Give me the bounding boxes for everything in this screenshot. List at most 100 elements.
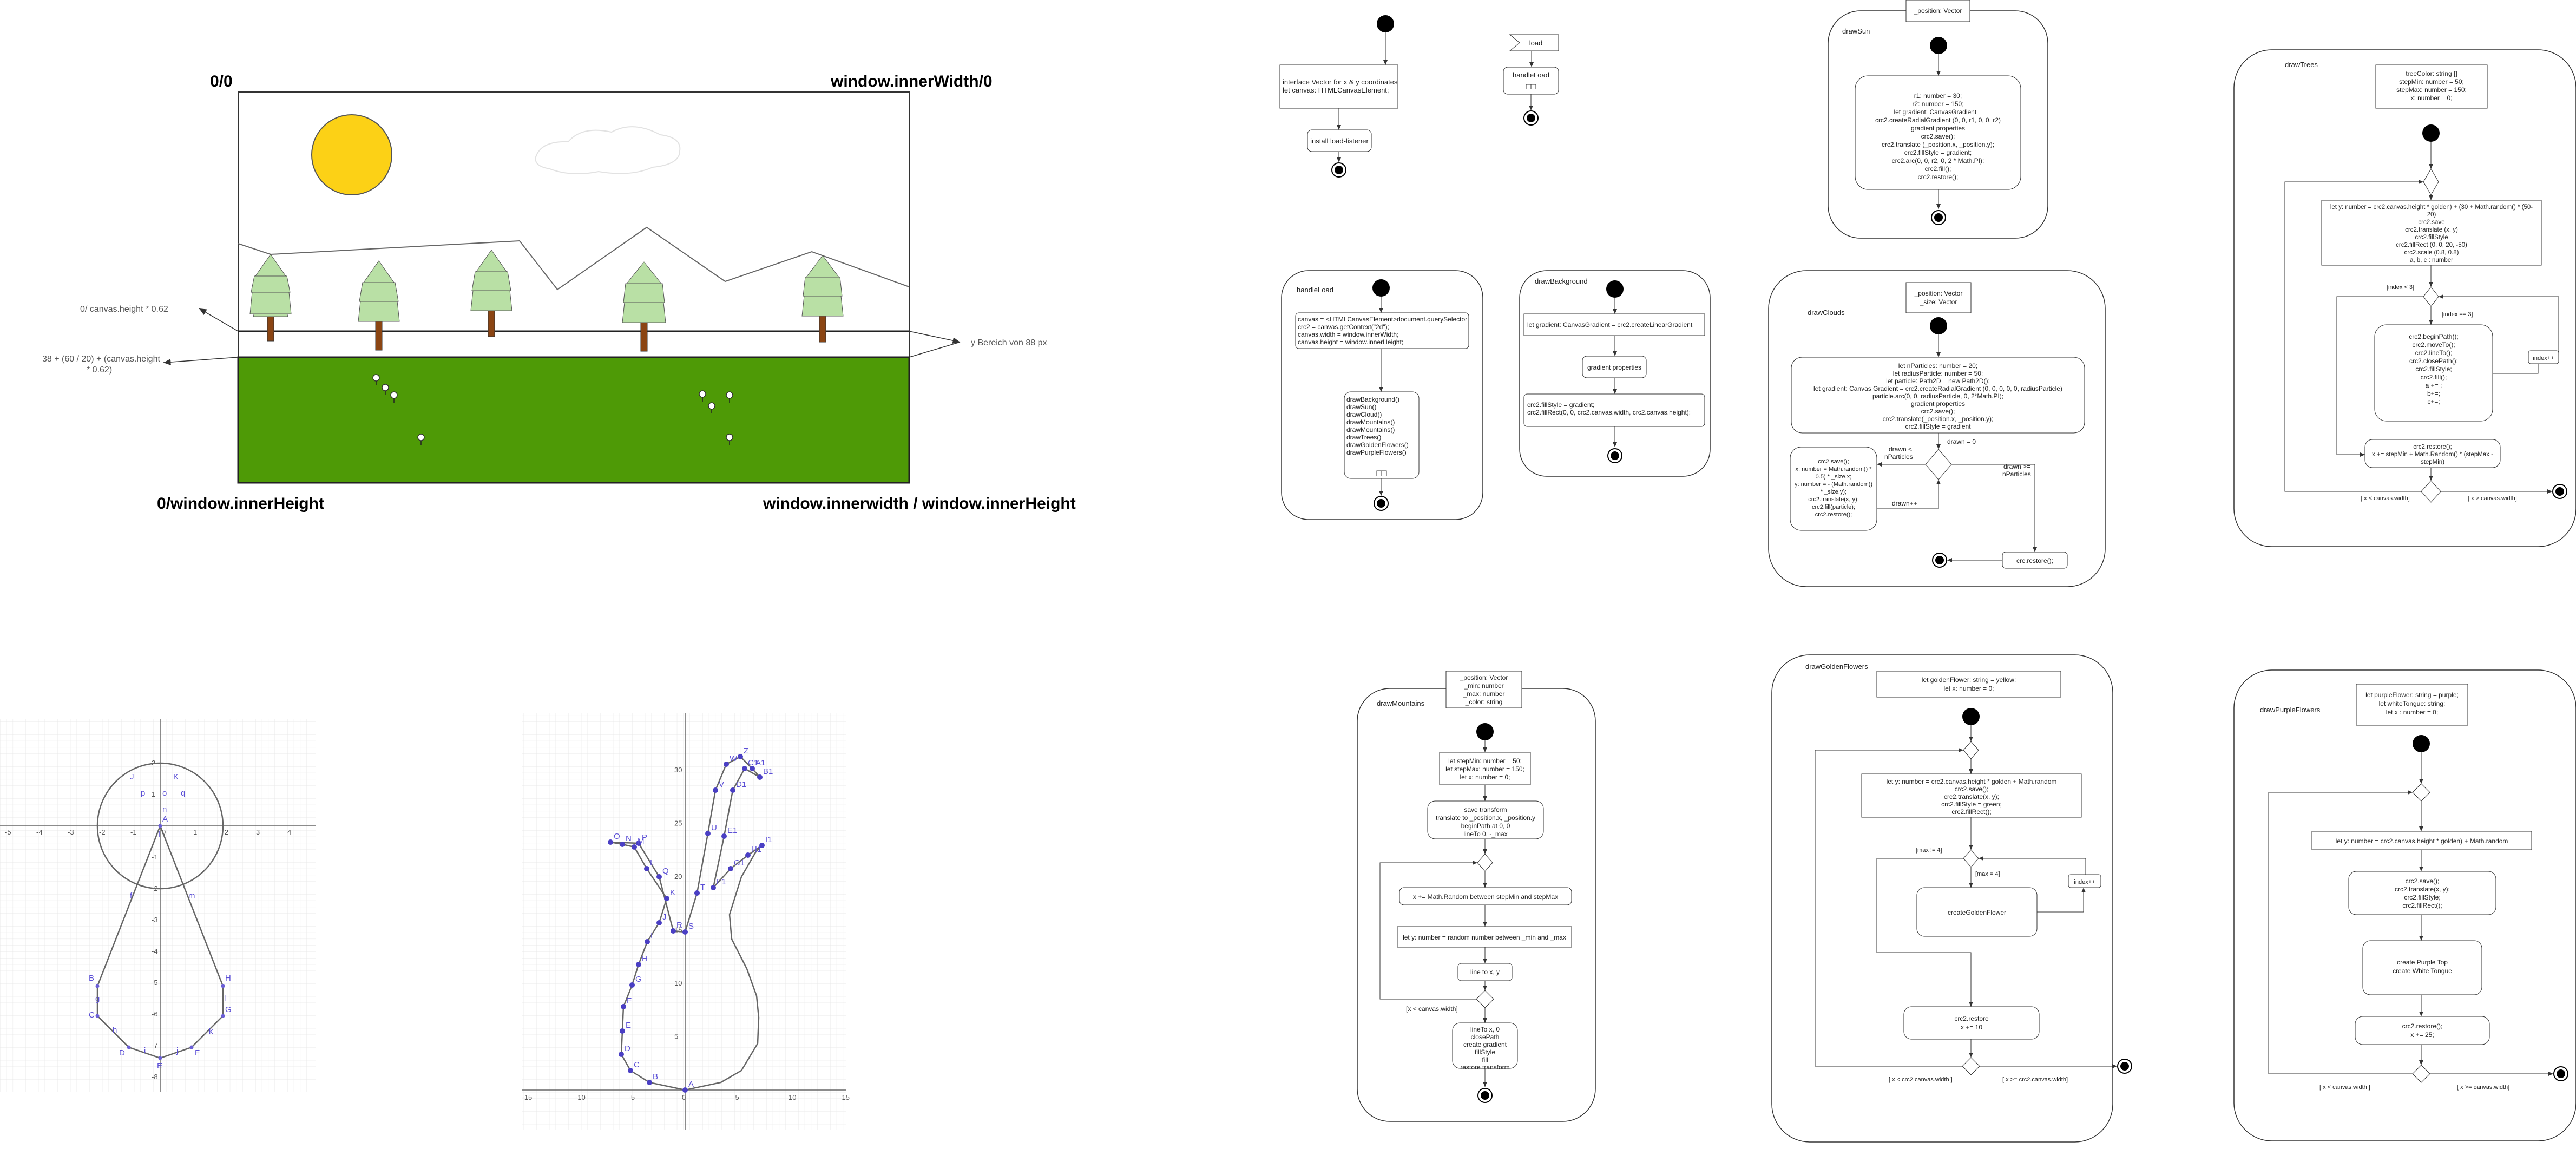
guard-label: [ x < canvas.width ] <box>2319 1084 2370 1091</box>
guard-label: nParticles <box>1884 453 1913 461</box>
install-listener-box <box>1307 129 1372 152</box>
point-label: U <box>711 823 717 832</box>
box-line: crc2.save(); <box>2406 877 2440 885</box>
box-line: crc2.closePath(); <box>2409 357 2458 365</box>
y-tick-label: -7 <box>152 1041 158 1049</box>
point-label: K <box>670 888 675 897</box>
point-label: C <box>634 1060 640 1069</box>
box-line: _min: number <box>1463 682 1503 690</box>
curve-point <box>620 1028 625 1034</box>
box-line: crc2.fillRect(); <box>1951 808 1991 816</box>
box-line: crc2.fillStyle = gradient; <box>1527 401 1594 409</box>
box-line: stepMin) <box>2421 459 2444 465</box>
box-line: canvas.width = window.innerWidth; <box>1298 331 1398 338</box>
activity-title: drawBackground <box>1535 277 1588 285</box>
scene-sketch: 0/0 window.innerWidth/0 0/window.innerHe… <box>42 73 1076 513</box>
main-decl-box <box>1279 64 1398 109</box>
box-line: let radiusParticle: number = 50; <box>1893 370 1983 377</box>
handleload-box2 <box>1344 391 1420 479</box>
box-line: x += Math.Random between stepMin and ste… <box>1413 893 1558 901</box>
y-tick-label: -6 <box>152 1010 158 1018</box>
sun-box <box>1855 75 2021 190</box>
box-line: let whiteTongue: string; <box>2379 700 2446 707</box>
x-tick-label: 0 <box>162 828 166 836</box>
box-line: drawPurpleFlowers() <box>1346 449 1407 456</box>
box-line: let goldenFlower: string = yellow; <box>1922 676 2016 684</box>
purple-box3 <box>2362 940 2482 995</box>
box-line: gradient properties <box>1911 400 1965 408</box>
guard-label: drawn++ <box>1892 500 1917 507</box>
mountains-box2 <box>1427 800 1544 839</box>
point-label: F1 <box>717 877 726 887</box>
point-label: V <box>719 780 724 789</box>
mountains-box1 <box>1439 752 1531 785</box>
outline <box>610 756 763 1091</box>
activity-title: drawTrees <box>2285 61 2318 69</box>
box-line: crc2.translate(x, y); <box>2395 885 2450 893</box>
box-line: let x: number = 0; <box>1460 773 1510 781</box>
box-line: particle.arc(0, 0, radiusParticle, 0, 2*… <box>1872 392 2003 400</box>
guard-label: [ x < crc2.canvas.width ] <box>1889 1076 1953 1083</box>
point-label: D1 <box>736 780 746 789</box>
curve-point <box>738 754 743 759</box>
x-tick-label: 15 <box>842 1093 850 1101</box>
point-label: W <box>730 754 738 763</box>
box-line: crc2.arc(0, 0, r2, 0, 2 * Math.PI); <box>1892 157 1984 165</box>
tree <box>249 253 292 342</box>
point-label: i <box>144 1046 146 1055</box>
point-label: j <box>176 1046 178 1055</box>
guard-label: drawn >= <box>2003 463 2030 470</box>
point-label: m <box>188 891 195 901</box>
point-label: H <box>225 974 231 983</box>
y-tick-label: 5 <box>674 1033 678 1041</box>
curve-point <box>621 1004 626 1009</box>
mountains-box3 <box>1399 887 1572 905</box>
graph-grid <box>0 719 316 1092</box>
curve-point <box>721 833 727 839</box>
box-line: stepMin: number = 50; <box>2399 78 2464 86</box>
point-label: E1 <box>727 826 737 835</box>
box-line: let stepMin: number = 50; <box>1448 757 1522 765</box>
curve-point <box>664 896 669 901</box>
box-line: crc2.restore(); <box>2413 444 2452 450</box>
point-label: I1 <box>765 835 772 844</box>
background-box2 <box>1582 356 1647 378</box>
point-label: G1 <box>734 858 745 868</box>
guard-label: drawn = 0 <box>1947 438 1976 445</box>
golden-box3 <box>1903 1006 2040 1040</box>
box-line: crc2.fillStyle; <box>2415 365 2452 373</box>
point-label: P <box>642 833 647 842</box>
box-line: drawMountains() <box>1346 426 1395 434</box>
curve-point <box>644 866 649 871</box>
point-label: Q <box>662 867 669 876</box>
uml-drawsun: drawSun _position: Vector r1: number = 3… <box>1828 0 2048 239</box>
point-label: E <box>157 1061 162 1071</box>
mountains-box4 <box>1397 926 1572 948</box>
guard-label: drawn < <box>1889 445 1912 453</box>
uml-handleload: handleLoad canvas = <HTMLCanvasElement>d… <box>1281 270 1483 520</box>
box-line: crc2.moveTo(); <box>2412 341 2455 349</box>
box-line: crc2.fillStyle; <box>2404 894 2440 901</box>
point-label: L <box>650 858 654 868</box>
param-box <box>1445 671 1522 708</box>
activity-title: drawClouds <box>1808 308 1845 317</box>
box-line: crc2.fill(particle); <box>1812 504 1855 510</box>
box-line: crc2.restore(); <box>1815 511 1852 518</box>
point-label: f <box>130 891 133 901</box>
box-line: crc2.save(); <box>1921 133 1955 140</box>
box-line: closePath <box>1471 1033 1500 1041</box>
point-label: F <box>627 996 632 1006</box>
box-line: let gradient: CanvasGradient = <box>1894 108 1982 116</box>
box-line: let purpleFlower: string = purple; <box>2365 691 2459 699</box>
point-label: B <box>653 1072 658 1081</box>
uml-drawclouds: drawClouds _position: Vector _size: Vect… <box>1768 270 2106 587</box>
curve-point <box>728 866 733 871</box>
box-line: crc2.fillRect(0, 0, crc2.canvas.width, c… <box>1527 409 1691 416</box>
point-label: O <box>614 832 620 841</box>
trees-box1 <box>2321 200 2542 266</box>
box-line: crc2.translate(x, y); <box>1944 793 1999 800</box>
box-line: create Purple Top <box>2397 959 2448 966</box>
uml-drawpurpleflowers: drawPurpleFlowers let purpleFlower: stri… <box>2233 669 2576 1141</box>
trees-box3 <box>2364 439 2501 468</box>
box-line: _color: string <box>1465 698 1503 706</box>
